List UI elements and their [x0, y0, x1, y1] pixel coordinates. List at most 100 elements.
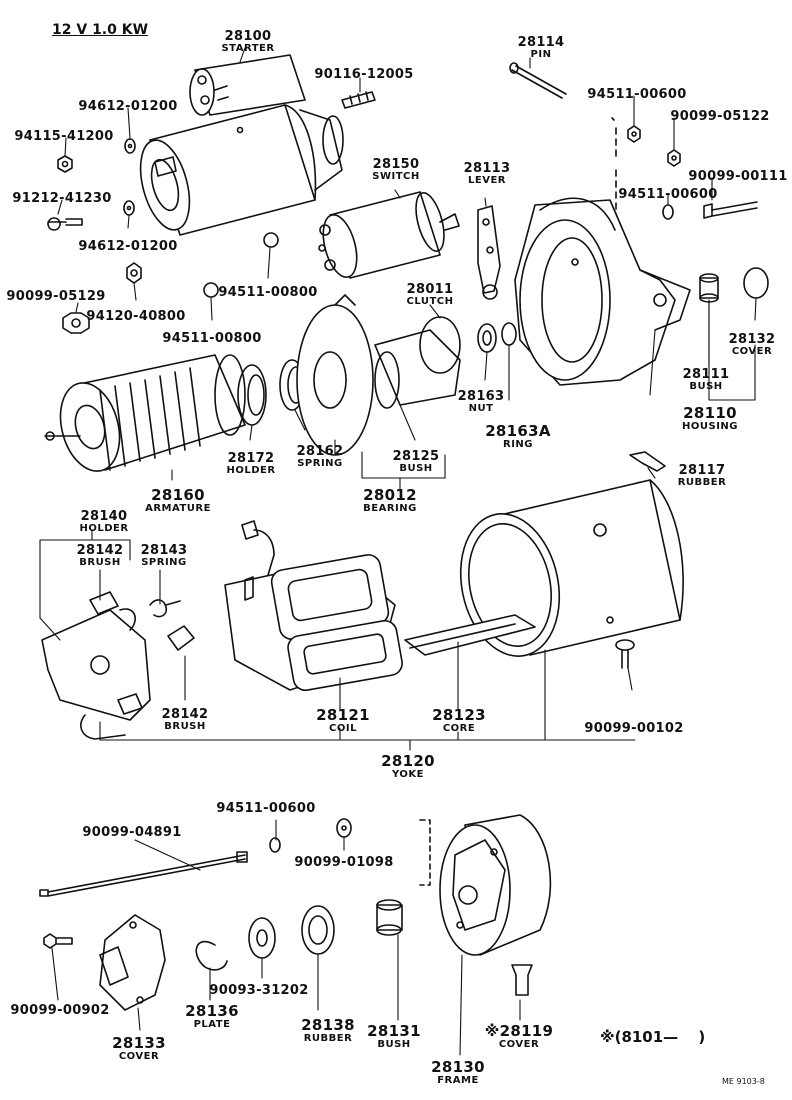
part-name: YOKE	[392, 769, 424, 780]
part-number: 90099-00102	[584, 721, 684, 736]
part-number: 28160	[151, 486, 205, 504]
part-name: FRAME	[437, 1075, 479, 1086]
part-number: 28133	[112, 1034, 166, 1052]
yoke-drawing	[459, 479, 684, 657]
part-name: BUSH	[689, 381, 723, 392]
leader-lines	[39, 47, 757, 1056]
part-number: 94511-00800	[218, 285, 318, 300]
part-name: SWITCH	[372, 171, 420, 182]
part-number: 28136	[185, 1002, 239, 1020]
part-number: 28131	[367, 1022, 421, 1040]
part-label-90099-00902: 90099-00902	[10, 1004, 109, 1017]
part-number: 94115-41200	[14, 129, 114, 144]
part-number: 28110	[683, 404, 737, 422]
part-number: 94511-00600	[216, 801, 316, 816]
part-name: COVER	[498, 1039, 540, 1050]
part-number: 94612-01200	[78, 99, 178, 114]
part-number: 28100	[224, 29, 272, 44]
part-name: HOUSING	[682, 421, 738, 432]
part-name: CLUTCH	[406, 296, 454, 307]
part-label-91212-41230: 91212-41230	[12, 192, 111, 205]
part-label-94511-00600c: 94511-00600	[216, 802, 315, 815]
part-label-94511-00800b: 94511-00800	[162, 332, 261, 345]
part-number: 90116-12005	[314, 67, 414, 82]
part-number: 28163A	[485, 422, 551, 440]
part-label-90116-12005: 90116-12005	[314, 68, 413, 81]
part-number: 28111	[682, 367, 730, 382]
part-label-90099-05129: 90099-05129	[6, 290, 105, 303]
part-number: 28163	[457, 389, 505, 404]
part-label-94120-40800: 94120-40800	[86, 310, 185, 323]
part-number: 28011	[406, 282, 454, 297]
nut-and-ring	[477, 322, 517, 353]
part-number: 28130	[431, 1058, 485, 1076]
part-label-90099-05122: 90099-05122	[670, 110, 769, 123]
part-name: PLATE	[193, 1019, 231, 1030]
part-number: 94120-40800	[86, 309, 186, 324]
part-number: 90099-05129	[6, 289, 106, 304]
housing-drawing	[514, 197, 691, 386]
rubber-drawing	[629, 451, 666, 472]
part-name: LEVER	[468, 175, 506, 186]
part-name: SPRING	[141, 557, 187, 568]
part-name: COIL	[329, 723, 357, 734]
small-hardware-top-left	[47, 91, 376, 334]
part-name: COVER	[731, 346, 773, 357]
part-name: SPRING	[297, 458, 343, 469]
part-label-90099-01098: 90099-01098	[294, 856, 393, 869]
frame-drawing	[419, 814, 552, 956]
part-label-94511-00800a: 94511-00800	[218, 286, 317, 299]
part-label-90099-00102: 90099-00102	[584, 722, 683, 735]
starter-assembly-drawing	[139, 54, 344, 236]
part-number: 28120	[381, 752, 435, 770]
part-name: BUSH	[399, 463, 433, 474]
part-number: 28142	[76, 543, 124, 558]
part-name: BRUSH	[79, 557, 121, 568]
spec-title: 12 V 1.0 KW	[52, 22, 149, 38]
part-number: 90099-00111	[688, 169, 788, 184]
part-name: CORE	[442, 723, 476, 734]
part-number: 28113	[463, 161, 511, 176]
part-number: 28138	[301, 1016, 355, 1034]
part-number: 28121	[316, 706, 370, 724]
switch-drawing	[318, 191, 460, 279]
part-number: 28162	[296, 444, 344, 459]
part-name: BRUSH	[164, 721, 206, 732]
part-number: 28172	[227, 451, 275, 466]
armature-drawing	[44, 354, 246, 472]
drawing-reference: ME 9103-8	[722, 1077, 765, 1086]
brush-holder-drawing	[41, 591, 195, 740]
part-number: 28142	[161, 707, 209, 722]
part-label-94511-00600b: 94511-00600	[618, 188, 717, 201]
part-number: 90099-00902	[10, 1003, 110, 1018]
part-label-90099-04891: 90099-04891	[82, 826, 181, 839]
part-name: NUT	[468, 403, 494, 414]
part-label-90093-31202: 90093-31202	[209, 984, 308, 997]
part-number: 94612-01200	[78, 239, 178, 254]
part-name: BEARING	[363, 503, 417, 514]
part-label-94115-41200: 94115-41200	[14, 130, 113, 143]
part-name: COVER	[118, 1051, 160, 1062]
